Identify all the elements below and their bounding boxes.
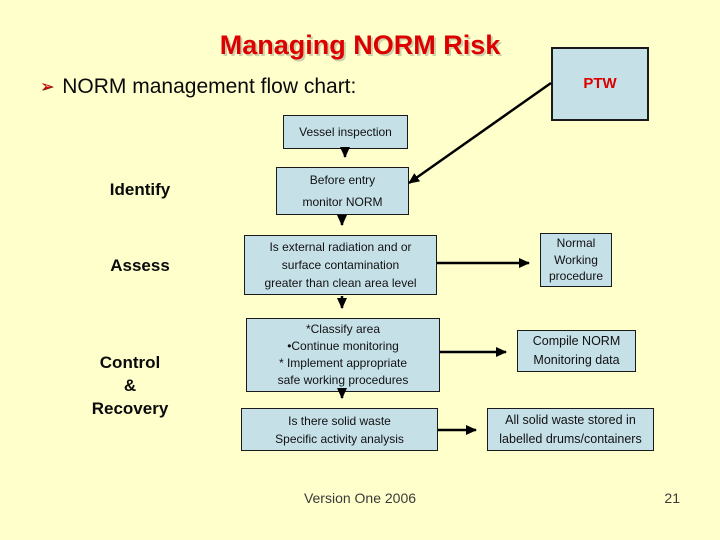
- bullet-row: ➢ NORM management flow chart:: [40, 74, 600, 100]
- solid-waste-box: Is there solid waste Specific activity a…: [241, 408, 438, 451]
- vessel-inspection-box: Vessel inspection: [283, 115, 408, 149]
- normal-working-procedure-box: Normal Working procedure: [540, 233, 612, 287]
- slide-title: Managing NORM Risk: [219, 30, 501, 60]
- classify-area-box: *Classify area •Continue monitoring * Im…: [246, 318, 440, 392]
- stage-label-assess: Assess: [110, 256, 170, 275]
- all-solid-waste-box: All solid waste stored in labelled drums…: [487, 408, 654, 451]
- ptw-box: PTW: [551, 47, 649, 121]
- before-entry-box: Before entry monitor NORM: [276, 167, 409, 215]
- stage-label-identify: Identify: [109, 180, 171, 199]
- bullet-text: NORM management flow chart:: [62, 75, 357, 98]
- page-number: 21: [664, 490, 680, 506]
- radiation-check-box: Is external radiation and or surface con…: [244, 235, 437, 295]
- arrow-bullet-icon: ➢: [40, 77, 55, 96]
- stage-label-control-recovery: Control & Recovery: [91, 353, 169, 418]
- compile-norm-data-box: Compile NORM Monitoring data: [517, 330, 636, 372]
- footer-version: Version One 2006: [303, 490, 417, 506]
